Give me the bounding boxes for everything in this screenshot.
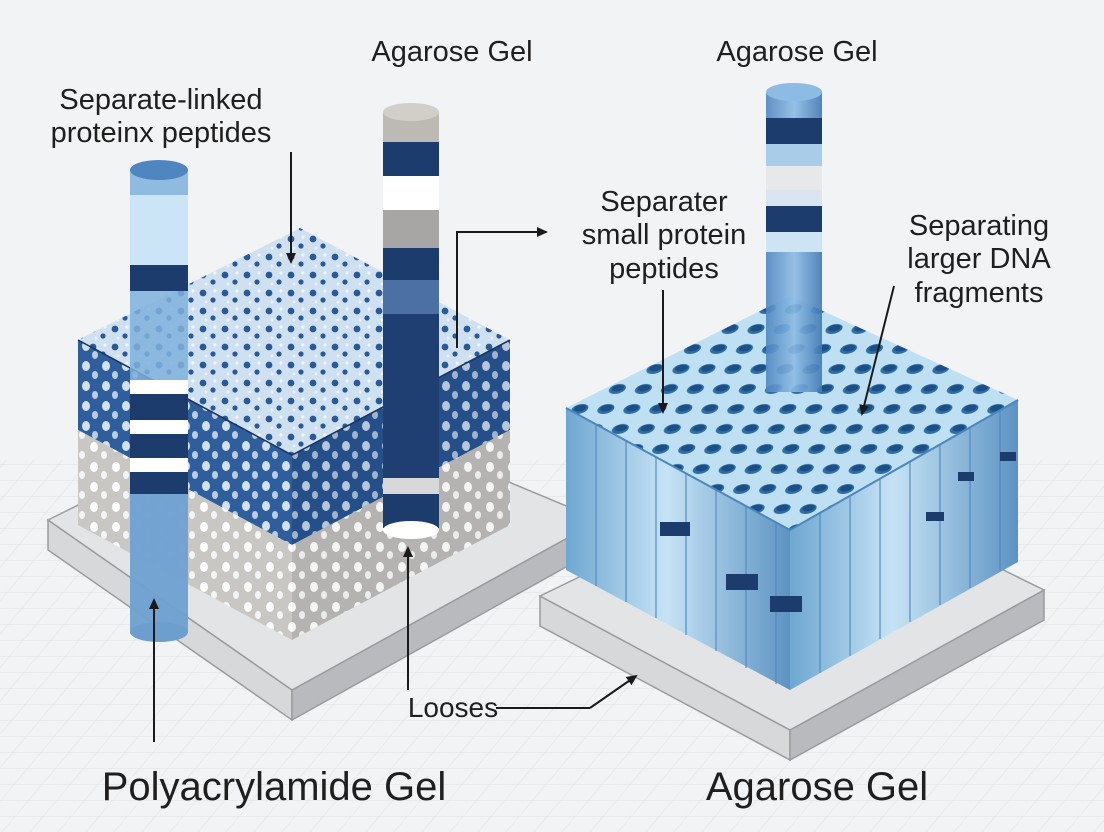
callout-bottom: Looses — [398, 692, 508, 724]
callout-left-line1: Separate-linked — [26, 84, 296, 117]
callout-right-line3: fragments — [884, 277, 1074, 310]
callout-center-line3: peptides — [574, 253, 754, 286]
callout-center: Separater small protein peptides — [574, 186, 754, 286]
caption-agarose: Agarose Gel — [694, 764, 940, 810]
caption-polyacrylamide: Polyacrylamide Gel — [88, 764, 460, 810]
callout-right-line2: larger DNA — [884, 243, 1074, 276]
center-gel-column — [383, 103, 439, 539]
title-agarose-center: Agarose Gel — [360, 36, 544, 69]
right-gel-tube — [766, 83, 822, 392]
title-agarose-right: Agarose Gel — [705, 36, 889, 69]
callout-left-line2: proteinx peptides — [26, 117, 296, 150]
callout-right: Separating larger DNA fragments — [884, 210, 1074, 310]
callout-center-line1: Separater — [574, 186, 754, 219]
callout-center-line2: small protein — [574, 219, 754, 252]
callout-left: Separate-linked proteinx peptides — [26, 84, 296, 151]
left-gel-column — [130, 160, 188, 642]
callout-right-line1: Separating — [884, 210, 1074, 243]
